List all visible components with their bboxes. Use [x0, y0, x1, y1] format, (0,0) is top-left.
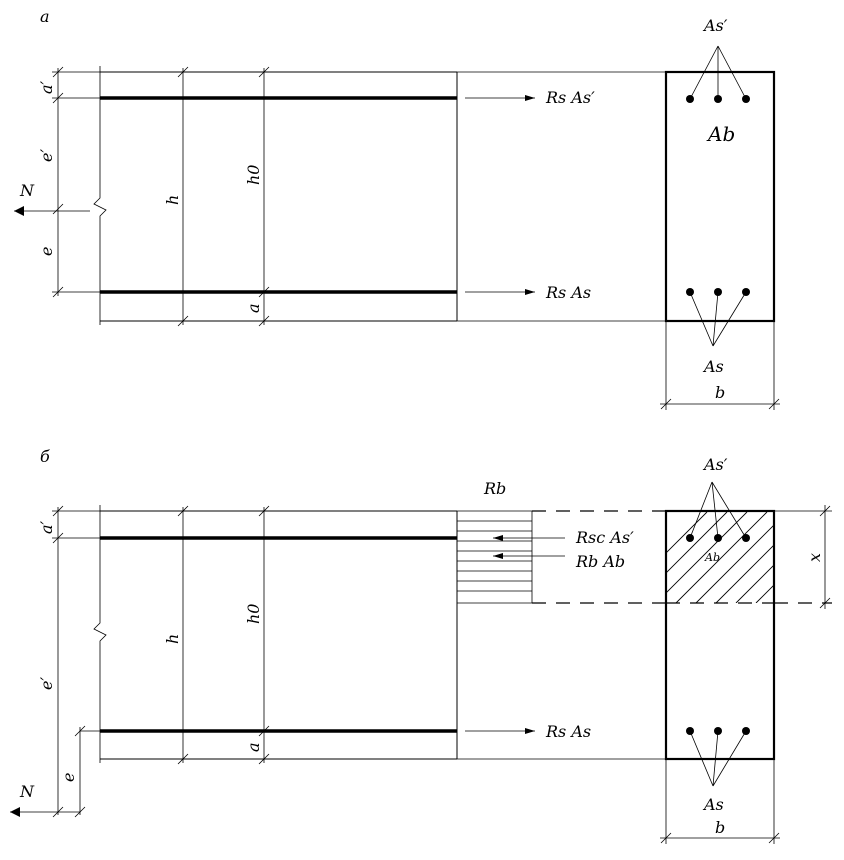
panel-a-dim-e: e [37, 247, 56, 256]
panel-b-section [660, 481, 832, 844]
panel-b-force-comp-concrete: Rb Ab [575, 552, 625, 571]
panel-b-label: б [40, 447, 50, 466]
panel-a-section [660, 45, 780, 410]
panel-a-section-area: Ab [706, 122, 735, 146]
panel-a-force-top: Rs As′ [545, 88, 595, 107]
panel-a-dim-h0: h0 [244, 165, 263, 185]
panel-b-dim-a-top: a′ [37, 520, 56, 534]
panel-b-stress-block [457, 510, 666, 604]
panel-b-section-area: Ab [704, 551, 720, 564]
panel-a-beam [93, 66, 666, 325]
panel-b-stress-block-label: Rb [483, 479, 506, 498]
panel-b-dim-h0: h0 [244, 604, 263, 624]
panel-a-dim-e-prime: e′ [37, 149, 56, 162]
panel-b: б Rb Rsc [10, 447, 832, 844]
panel-a-section-bottom-bars: As [702, 357, 724, 376]
panel-b-force-n: N [19, 782, 35, 801]
panel-a-section-top-bars: As′ [702, 16, 728, 35]
panel-b-beam [93, 505, 666, 763]
panel-b-dim-h: h [163, 634, 182, 644]
panel-b-dim-e-prime: e′ [37, 677, 56, 690]
panel-b-section-top-bars: As′ [702, 455, 728, 474]
panel-b-dim-x: x [805, 553, 824, 562]
panel-b-force-comp-steel: Rsc As′ [575, 528, 634, 547]
panel-b-section-bottom-bars: As [702, 795, 724, 814]
panel-a-dimensions [52, 66, 270, 327]
panel-a-force-bottom: Rs As [545, 283, 591, 302]
panel-a-force-n: N [19, 181, 35, 200]
panel-a-dim-h: h [163, 195, 182, 205]
panel-b-dim-a-bottom: a [244, 742, 263, 752]
panel-a-section-width: b [715, 383, 725, 402]
panel-a-dim-a-bottom: a [244, 303, 263, 313]
panel-b-dimensions [52, 505, 270, 818]
panel-b-dim-e: e [59, 773, 78, 782]
panel-a-dim-a-top: a′ [37, 80, 56, 94]
panel-b-section-width: b [715, 818, 725, 837]
panel-b-force-bottom: Rs As [545, 722, 591, 741]
panel-a-label: а [40, 7, 50, 26]
panel-a: а [14, 7, 780, 410]
